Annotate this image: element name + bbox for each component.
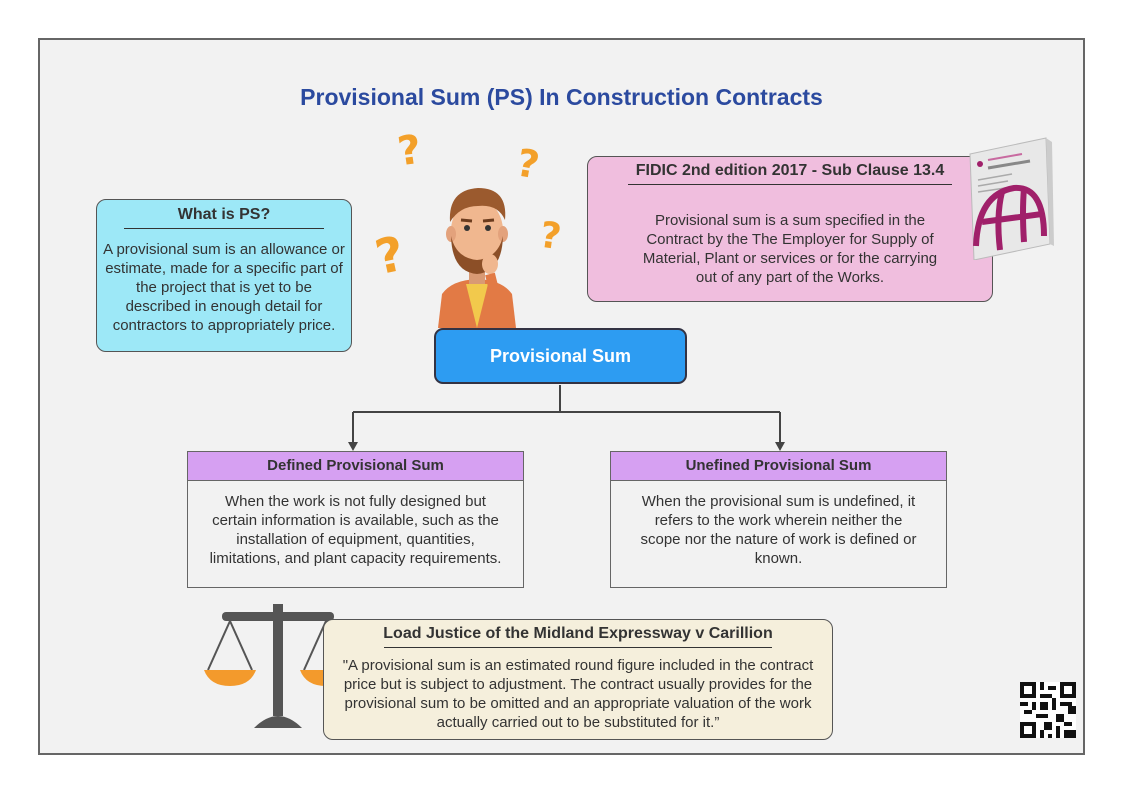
case-law-quote-box: Load Justice of the Midland Expressway v… bbox=[323, 619, 833, 740]
defined-provisional-sum-text: When the work is not fully designed but … bbox=[209, 493, 502, 567]
contract-book-icon bbox=[969, 137, 1054, 260]
defined-provisional-sum-title: Defined Provisional Sum bbox=[188, 452, 523, 481]
what-is-ps-heading: What is PS? bbox=[177, 206, 271, 223]
fidic-text: Provisional sum is a sum specified in th… bbox=[642, 212, 938, 286]
undefined-provisional-sum-text: When the provisional sum is undefined, i… bbox=[640, 493, 917, 567]
what-is-ps-box: What is PS? A provisional sum is an allo… bbox=[96, 199, 352, 352]
page-title: Provisional Sum (PS) In Construction Con… bbox=[300, 84, 823, 110]
heading-divider bbox=[384, 647, 772, 648]
what-is-ps-text: A provisional sum is an allowance or est… bbox=[103, 241, 345, 334]
undefined-provisional-sum-title: Unefined Provisional Sum bbox=[611, 452, 946, 481]
tree-connector bbox=[348, 385, 785, 451]
defined-provisional-sum-card: Defined Provisional Sum When the work is… bbox=[187, 451, 524, 588]
provisional-sum-node: Provisional Sum bbox=[434, 328, 687, 384]
heading-divider bbox=[628, 184, 952, 185]
undefined-provisional-sum-card: Unefined Provisional Sum When the provis… bbox=[610, 451, 947, 588]
infographic-canvas: Provisional Sum (PS) In Construction Con… bbox=[38, 38, 1085, 755]
case-law-quote-text: "A provisional sum is an estimated round… bbox=[342, 657, 814, 731]
qr-code-icon[interactable] bbox=[1020, 682, 1076, 738]
thinking-man-icon bbox=[438, 188, 516, 328]
fidic-clause-box: FIDIC 2nd edition 2017 - Sub Clause 13.4… bbox=[587, 156, 993, 302]
heading-divider bbox=[124, 228, 324, 229]
fidic-heading: FIDIC 2nd edition 2017 - Sub Clause 13.4 bbox=[635, 162, 945, 179]
case-law-heading: Load Justice of the Midland Expressway v… bbox=[383, 625, 773, 642]
